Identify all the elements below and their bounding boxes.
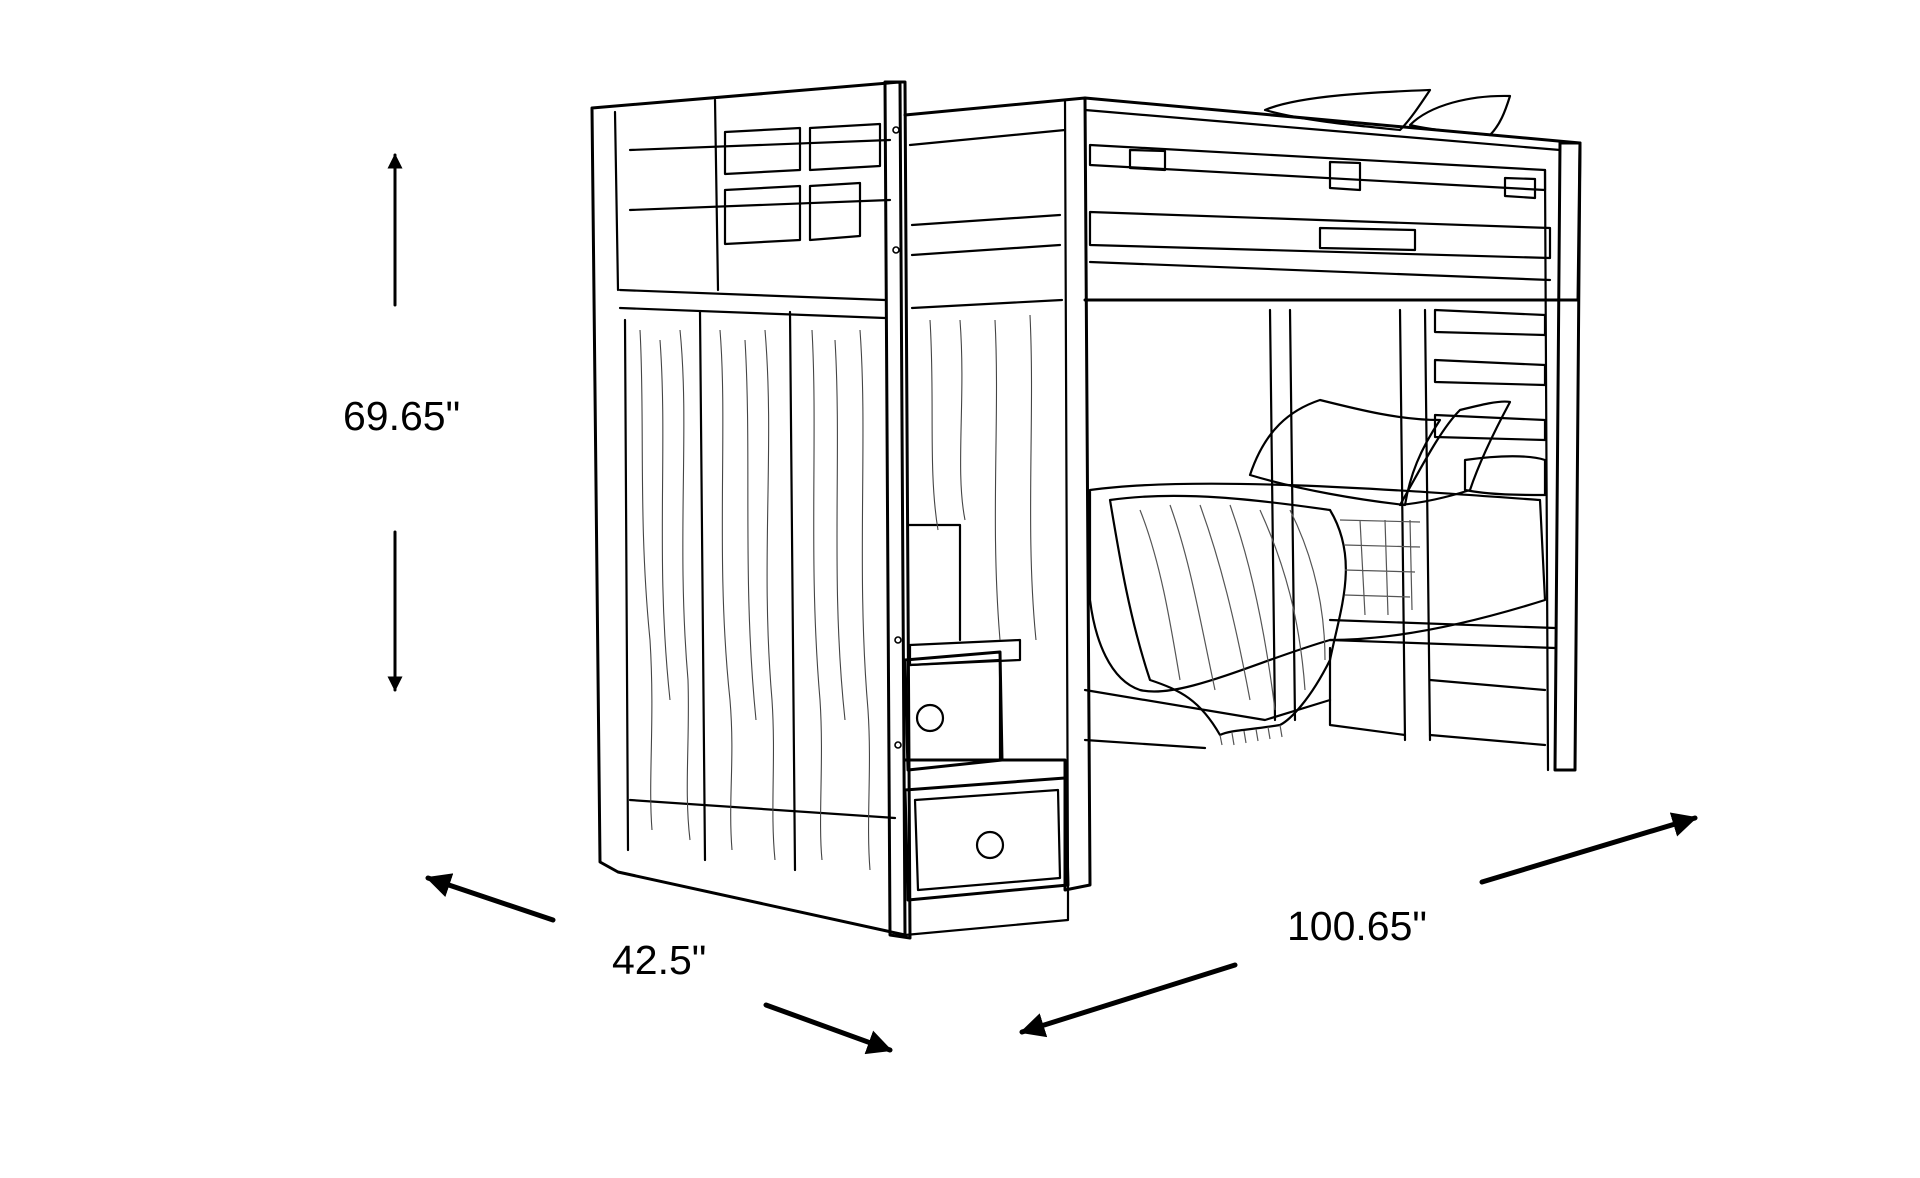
width-arrow: [1019, 812, 1698, 1038]
bed-frame: [1083, 141, 1582, 772]
upper-drawer: [903, 650, 1004, 772]
upper-bunk: [1083, 88, 1582, 302]
height-dimension-label: 69.65": [343, 393, 461, 439]
lower-bunk-bedding: [1088, 398, 1547, 746]
staircase-post: [883, 80, 912, 940]
staircase-panel: [590, 80, 907, 937]
depth-dimension-label: 42.5": [612, 937, 707, 983]
width-dimension-label: 100.65": [1287, 903, 1427, 949]
depth-arrow: [425, 873, 893, 1055]
staircase-steps: [903, 96, 1092, 892]
lower-drawer: [903, 776, 1070, 937]
